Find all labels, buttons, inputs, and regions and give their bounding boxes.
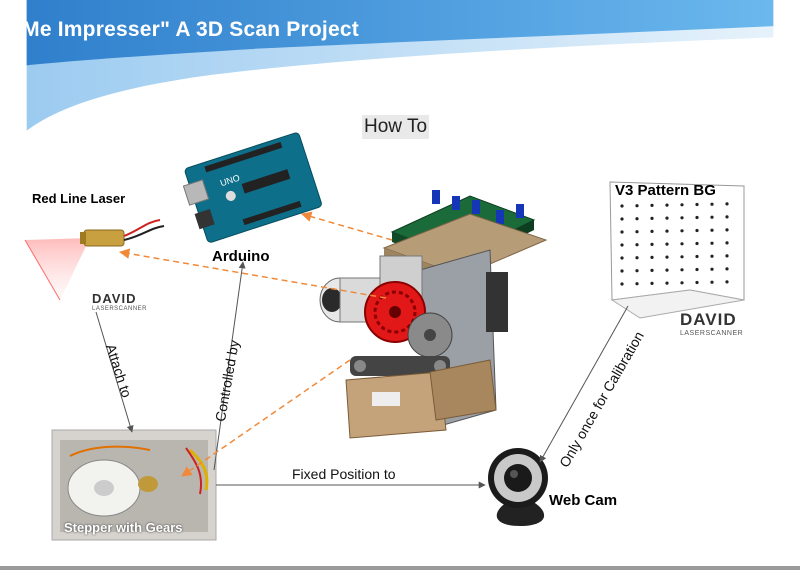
pattern-dot [710, 267, 714, 271]
pattern-dot [650, 229, 654, 233]
pattern-dot [665, 255, 669, 259]
david-logo-right: DAVID LASERSCANNER [680, 310, 744, 337]
pattern-dot [680, 216, 684, 220]
pattern-dot [695, 267, 699, 272]
pattern-dot [635, 256, 639, 260]
pattern-dot [680, 281, 684, 285]
header-banner [26, 0, 774, 131]
pattern-dot [695, 241, 699, 246]
pattern-dot [725, 254, 729, 258]
pattern-dot [650, 242, 654, 246]
fixed-position-label: Fixed Position to [292, 466, 396, 482]
pattern-dot [710, 241, 714, 245]
pattern-dot [620, 230, 624, 234]
pattern-dot [665, 203, 669, 207]
pattern-dot [710, 254, 714, 258]
pattern-dot [620, 217, 624, 221]
pattern-dot [695, 215, 699, 220]
pattern-dot [650, 268, 654, 272]
pattern-dot [725, 228, 729, 232]
arduino-to-laser-arrow [118, 248, 387, 299]
pattern-dot [635, 204, 639, 208]
shield-to-arduino-arrow [300, 211, 393, 241]
pattern-dot [635, 269, 639, 273]
pattern-dot [680, 229, 684, 233]
pattern-dot [620, 256, 624, 260]
pattern-dot [665, 268, 669, 272]
pattern-dot [665, 229, 669, 233]
pattern-dot [725, 241, 729, 245]
attach-arrow [95, 311, 134, 433]
pattern-dot [620, 269, 624, 273]
scanner-assembly-image [319, 190, 548, 439]
calibration-arrow [539, 305, 629, 463]
pattern-dot [635, 243, 639, 247]
controlled-arrow [213, 261, 246, 471]
pattern-dot [725, 215, 729, 219]
pattern-dot [695, 228, 699, 233]
pattern-dot [635, 217, 639, 221]
pattern-dot [695, 280, 699, 285]
page-subtitle: How To [362, 115, 430, 139]
pattern-dot [710, 202, 714, 206]
laser-module-image [24, 219, 165, 301]
stepper-label: Stepper with Gears [64, 520, 183, 535]
pattern-dot [680, 255, 684, 259]
pattern-dot [620, 243, 624, 247]
webcam-image [488, 448, 548, 526]
pattern-dot [650, 203, 654, 207]
page-title: "Me Impresser" A 3D Scan Project [12, 18, 359, 41]
motor-to-stepper-arrow [181, 359, 351, 477]
pattern-dot [665, 281, 669, 285]
pattern-dot [710, 215, 714, 219]
pattern-dot [620, 204, 624, 208]
pattern-dot [635, 282, 639, 286]
pattern-dot [650, 216, 654, 220]
arduino-board-image: UNO [182, 132, 322, 243]
pattern-dot [680, 203, 684, 207]
pattern-dot [725, 202, 729, 206]
pattern-dot [620, 282, 624, 286]
pattern-dot [695, 202, 699, 207]
pattern-dot [695, 254, 699, 259]
pattern-dot [725, 280, 729, 284]
calibration-pattern-image [609, 181, 745, 319]
stepper-image [51, 429, 217, 541]
laser-label: Red Line Laser [32, 191, 126, 206]
pattern-dot [665, 242, 669, 246]
pattern-dot [710, 280, 714, 284]
pattern-label: V3 Pattern BG [615, 182, 716, 199]
pattern-dot [650, 281, 654, 285]
pattern-dot [710, 228, 714, 232]
pattern-dot [635, 230, 639, 234]
pattern-dot [680, 242, 684, 246]
arduino-label: Arduino [212, 248, 270, 265]
webcam-label: Web Cam [549, 492, 618, 509]
pattern-dot [650, 255, 654, 259]
pattern-dot [665, 216, 669, 220]
pattern-dots [620, 202, 729, 286]
footer-divider [0, 566, 800, 570]
pattern-dot [725, 267, 729, 271]
david-logo-left: DAVID LASERSCANNER [92, 291, 148, 312]
pattern-dot [680, 268, 684, 272]
